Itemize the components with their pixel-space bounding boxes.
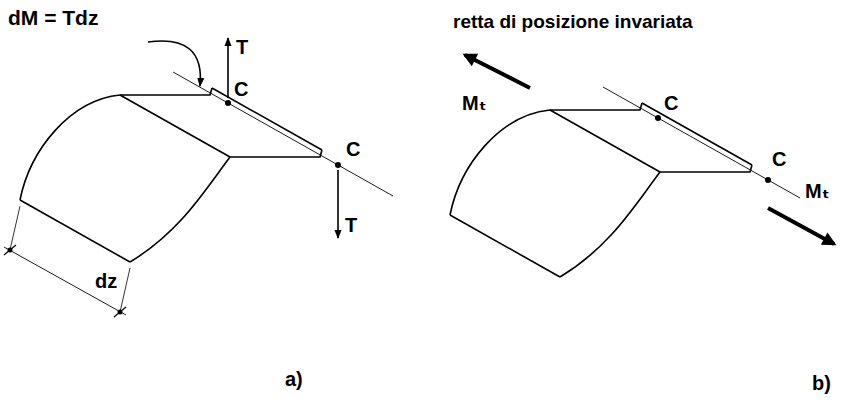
figure-tag: b) (812, 372, 831, 394)
beam-element-b (450, 55, 834, 277)
moment-label: dM = Tdz (8, 6, 98, 29)
point-label: C (664, 92, 678, 114)
beam-element-a (4, 38, 393, 317)
force-label: T (345, 214, 357, 236)
point-label: C (346, 138, 360, 160)
point-label: C (234, 78, 248, 100)
line-note: retta di posizione invariata (453, 12, 693, 33)
force-label: T (236, 36, 248, 58)
point-label: C (772, 148, 786, 170)
figure-tag: a) (285, 368, 303, 390)
dimension-label: dz (95, 270, 117, 292)
torque-label: Mₜ (462, 92, 486, 114)
torque-label: Mₜ (805, 180, 829, 202)
